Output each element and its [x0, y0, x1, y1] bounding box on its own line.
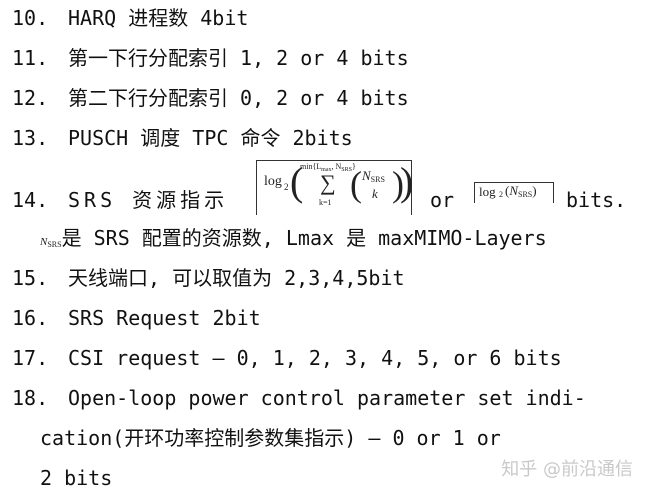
bits-label: bits. [566, 188, 627, 212]
list-item-14: 14.SRS 资源指示 [12, 188, 229, 212]
list-item-13: 13.PUSCH 调度 TPC 命令 2bits [12, 126, 353, 150]
or-label: or [430, 188, 455, 212]
list-item-18-cont-1: cation(开环功率控制参数集指示) – 0 or 1 or [40, 426, 501, 450]
list-item-11: 11.第一下行分配索引 1, 2 or 4 bits [12, 46, 409, 70]
formula-log-nsrs: log 2 (NSRS) [474, 182, 556, 204]
list-item-18: 18.Open-loop power control parameter set… [12, 386, 586, 410]
item-14-note: NSRS是 SRS 配置的资源数, Lmax 是 maxMIMO-Layers [40, 226, 547, 250]
list-item-18-cont-2: 2 bits [40, 466, 113, 490]
list-item-10: 10.HARQ 进程数 4bit [12, 6, 249, 30]
formula-log-sum-binomial: log 2 ( min{Lmax, NSRS} ∑ k=1 ( NSRS k )… [256, 160, 414, 216]
list-item-17: 17.CSI request – 0, 1, 2, 3, 4, 5, or 6 … [12, 346, 562, 370]
list-item-16: 16.SRS Request 2bit [12, 306, 261, 330]
watermark: 知乎 @前沿通信 [501, 459, 633, 480]
list-item-12: 12.第二下行分配索引 0, 2 or 4 bits [12, 86, 409, 110]
list-item-15: 15.天线端口, 可以取值为 2,3,4,5bit [12, 266, 405, 290]
